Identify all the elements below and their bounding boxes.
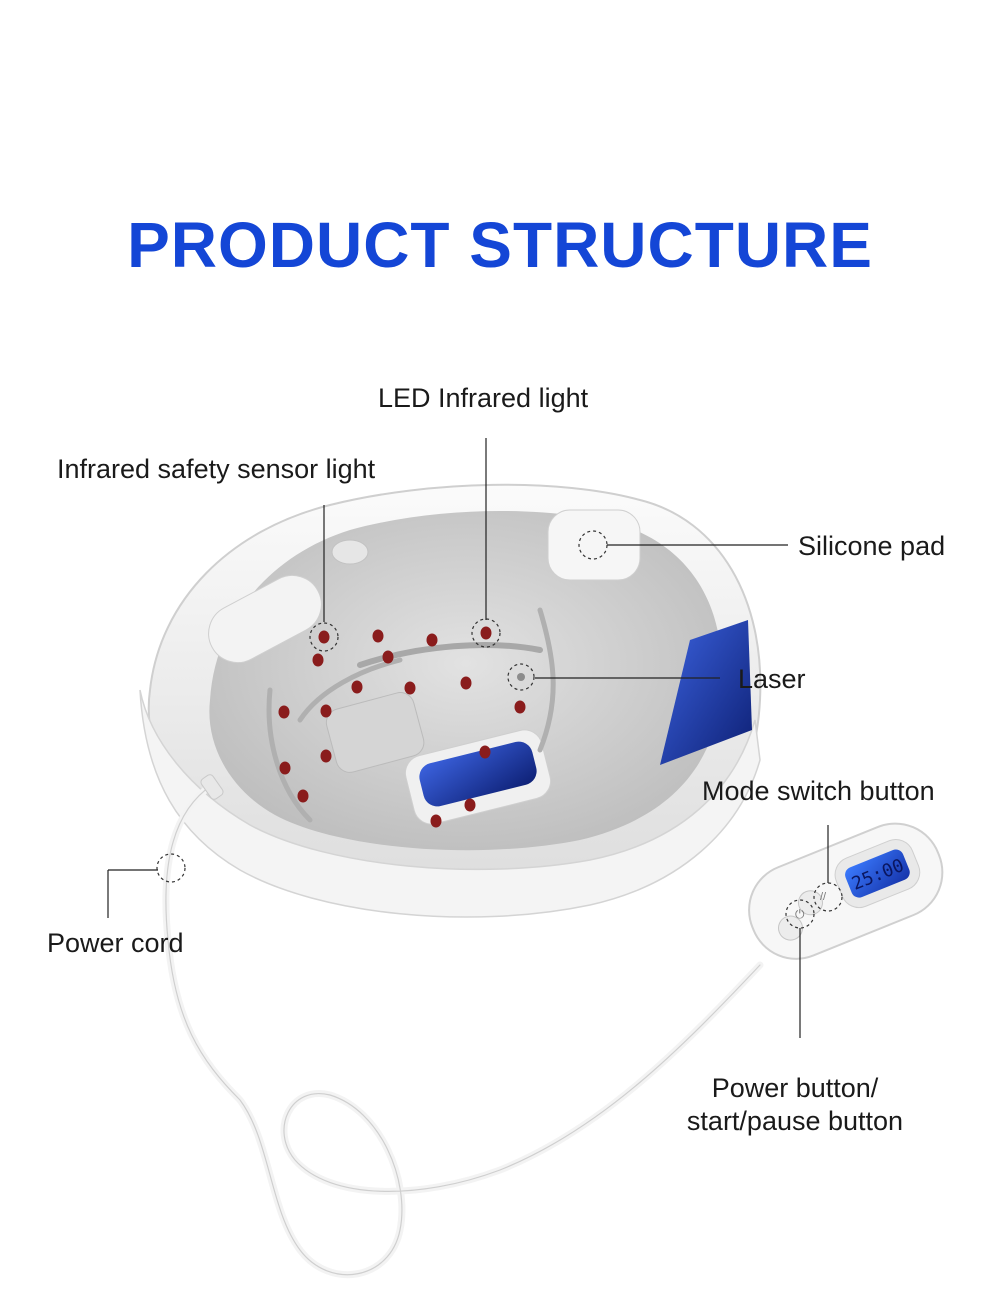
- led-dot: [479, 745, 491, 759]
- led-dot: [430, 814, 442, 828]
- label-power-button: Power button/ start/pause button: [670, 1073, 920, 1137]
- silicone-pad-left: [208, 574, 322, 664]
- remote-screen: [845, 849, 910, 898]
- mode-switch-button[interactable]: [795, 887, 826, 918]
- label-laser: Laser: [738, 664, 806, 694]
- label-power-button-line1: Power button/: [711, 1073, 879, 1103]
- laser-dot: [517, 673, 525, 681]
- led-dot: [279, 761, 291, 775]
- power-icon: ⏻: [795, 907, 805, 921]
- page-title: PRODUCT STRUCTURE: [127, 209, 873, 281]
- led-dot: [426, 633, 438, 647]
- led-dot: [278, 705, 290, 719]
- led-dot: [351, 680, 363, 694]
- label-mode-switch: Mode switch button: [702, 776, 935, 806]
- led-dot: [404, 681, 416, 695]
- led-dot: [464, 798, 476, 812]
- mode-icon: //: [820, 891, 827, 903]
- led-dot: [460, 676, 472, 690]
- label-silicone-pad: Silicone pad: [798, 531, 946, 561]
- led-dot: [480, 626, 492, 640]
- front-blue-module: [419, 741, 537, 807]
- label-power-cord: Power cord: [47, 928, 184, 958]
- led-dot: [514, 700, 526, 714]
- led-dot: [382, 650, 394, 664]
- side-blue-panel: [660, 620, 752, 765]
- led-dot: [320, 749, 332, 763]
- helmet: [139, 483, 762, 918]
- led-dot: [312, 653, 324, 667]
- label-led-infrared: LED Infrared light: [378, 383, 589, 413]
- callout-circles: [156, 530, 843, 929]
- led-dots: [278, 626, 526, 828]
- led-dot: [318, 630, 330, 644]
- silicone-pad-center: [325, 692, 425, 773]
- callout-lines: [107, 438, 829, 1038]
- remote-control: 25:00: [748, 822, 944, 960]
- led-dot: [297, 789, 309, 803]
- led-dot: [372, 629, 384, 643]
- power-button[interactable]: [775, 912, 806, 943]
- label-safety-sensor: Infrared safety sensor light: [57, 454, 376, 484]
- label-power-button-line2: start/pause button: [686, 1106, 904, 1136]
- led-dot: [320, 704, 332, 718]
